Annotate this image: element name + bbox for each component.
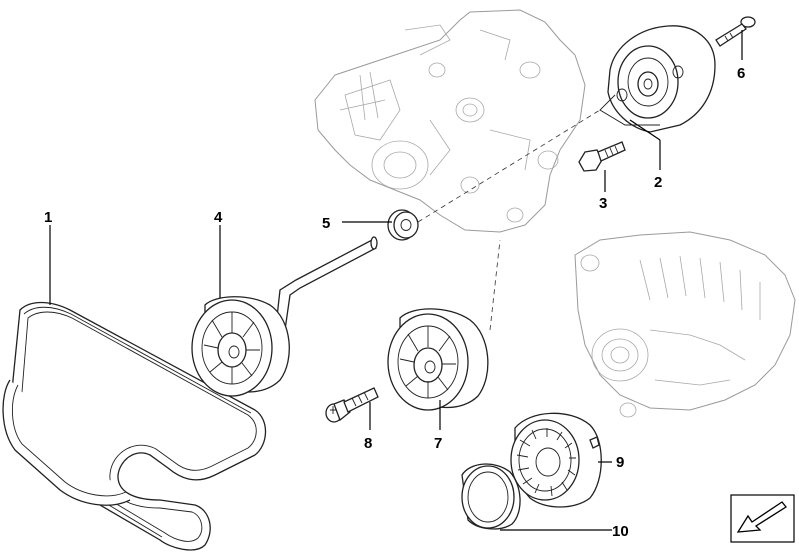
washer[interactable]: [387, 209, 419, 241]
callout-8[interactable]: 8: [364, 435, 372, 452]
callout-10[interactable]: 10: [612, 523, 629, 540]
leader-2a: [629, 119, 661, 141]
ribbed-belt[interactable]: [2, 301, 267, 551]
alternator: [574, 231, 796, 418]
tension-pulley[interactable]: [510, 412, 602, 508]
callout-5[interactable]: 5: [322, 215, 330, 232]
long-bolt[interactable]: [715, 16, 756, 47]
callout-6[interactable]: 6: [737, 65, 745, 82]
callout-1[interactable]: 1: [44, 209, 52, 226]
callout-9[interactable]: 9: [616, 454, 624, 471]
callout-4[interactable]: 4: [214, 209, 223, 226]
idler-pulley-with-shaft[interactable]: [191, 236, 378, 397]
hex-bolt[interactable]: [578, 141, 626, 172]
next-page-arrow-icon[interactable]: [730, 494, 795, 543]
deflection-pulley[interactable]: [387, 308, 489, 411]
engine-housing: [314, 9, 586, 233]
allen-screw[interactable]: [325, 387, 379, 423]
callout-7[interactable]: 7: [434, 435, 442, 452]
protective-cap[interactable]: [461, 463, 521, 530]
callout-3[interactable]: 3: [599, 195, 607, 212]
belt-tensioner[interactable]: [599, 25, 716, 133]
callout-2[interactable]: 2: [654, 174, 662, 191]
guide-line-pulley: [489, 239, 501, 331]
